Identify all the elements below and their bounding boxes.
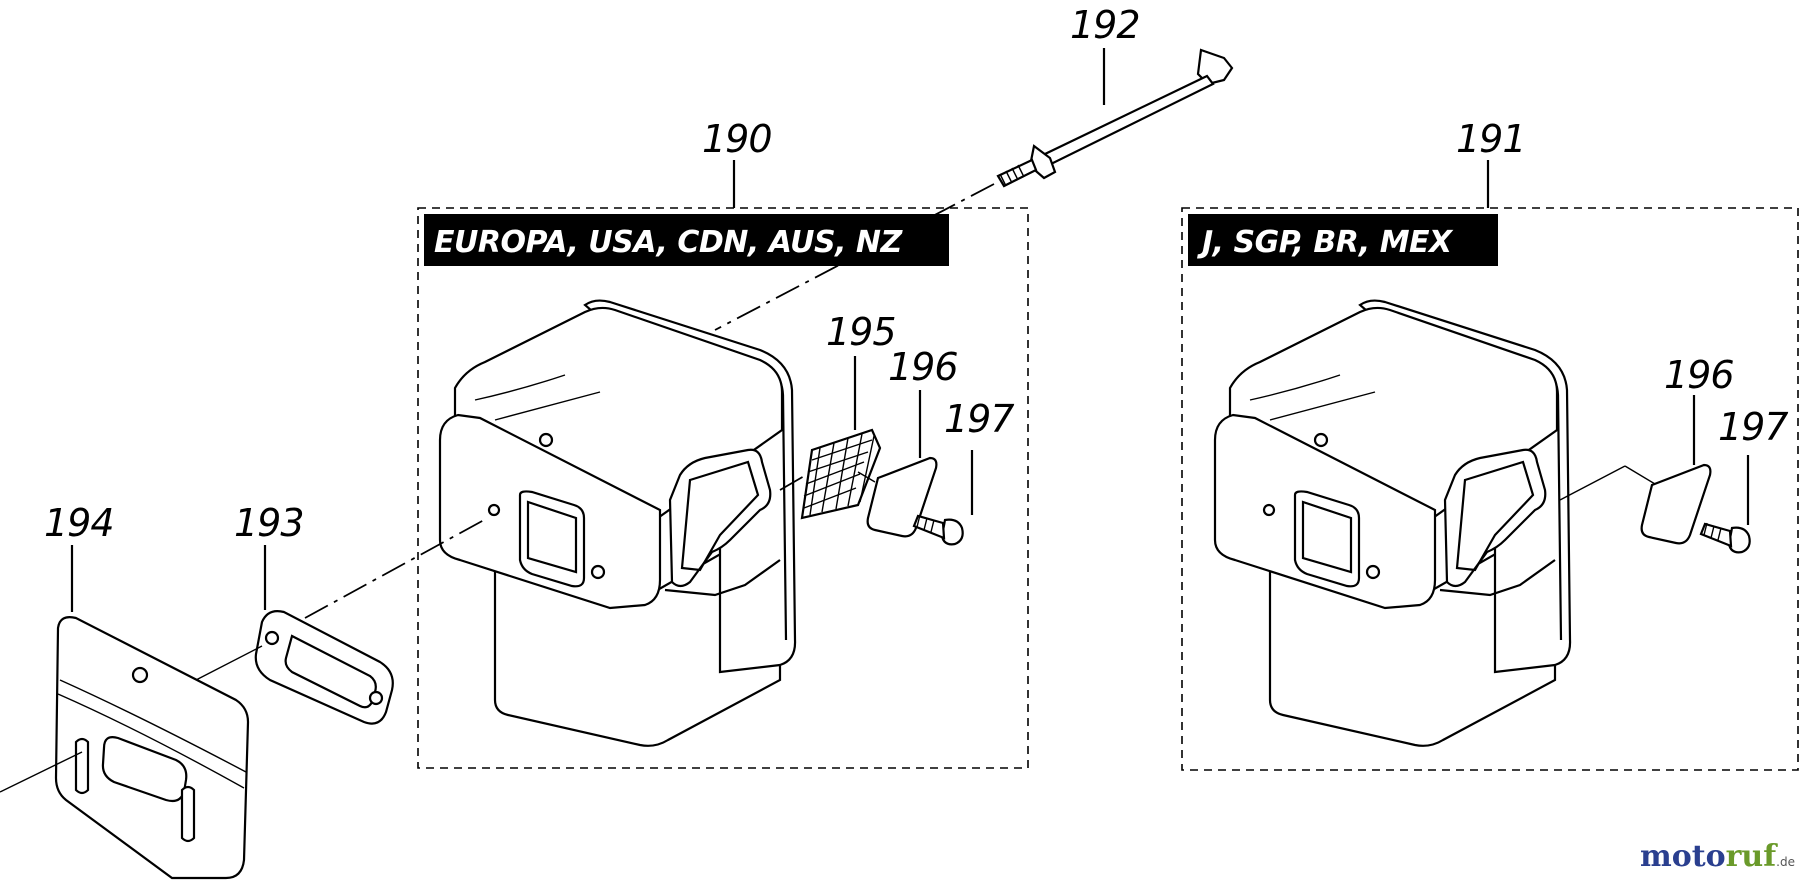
part-196-plate-right — [1640, 395, 1712, 545]
region-box-190 — [417, 160, 1029, 769]
label-195: 195 — [826, 310, 896, 354]
part-195-screen — [800, 356, 882, 520]
part-197-screw-right — [1699, 455, 1751, 554]
part-labels: 192 190 191 195 196 197 196 197 193 194 — [44, 3, 1789, 545]
part-194-heat-shield — [0, 545, 250, 880]
part-193-gasket — [195, 519, 485, 725]
label-193: 193 — [234, 501, 304, 545]
label-197-left: 197 — [944, 397, 1014, 441]
label-196-right: 196 — [1664, 353, 1734, 397]
label-191: 191 — [1456, 117, 1526, 161]
label-197-right: 197 — [1718, 405, 1788, 449]
region-box-191 — [1181, 160, 1799, 771]
label-196-left: 196 — [888, 345, 958, 389]
watermark-brand-b: ruf — [1726, 839, 1779, 874]
part-192-bolt — [714, 48, 1234, 331]
part-197-screw-left — [912, 450, 974, 546]
muffler-190 — [438, 299, 833, 747]
label-192: 192 — [1070, 3, 1140, 47]
region-label-left: EUROPA, USA, CDN, AUS, NZ — [434, 225, 904, 260]
watermark-suffix: .de — [1776, 855, 1795, 869]
watermark-logo: motoruf.de — [1640, 839, 1795, 874]
muffler-191 — [1213, 299, 1656, 747]
watermark-brand-a: moto — [1640, 839, 1726, 874]
label-194: 194 — [44, 501, 114, 545]
region-label-right: J, SGP, BR, MEX — [1197, 225, 1454, 260]
svg-text:motoruf.de: motoruf.de — [1640, 839, 1795, 874]
label-190: 190 — [702, 117, 772, 161]
